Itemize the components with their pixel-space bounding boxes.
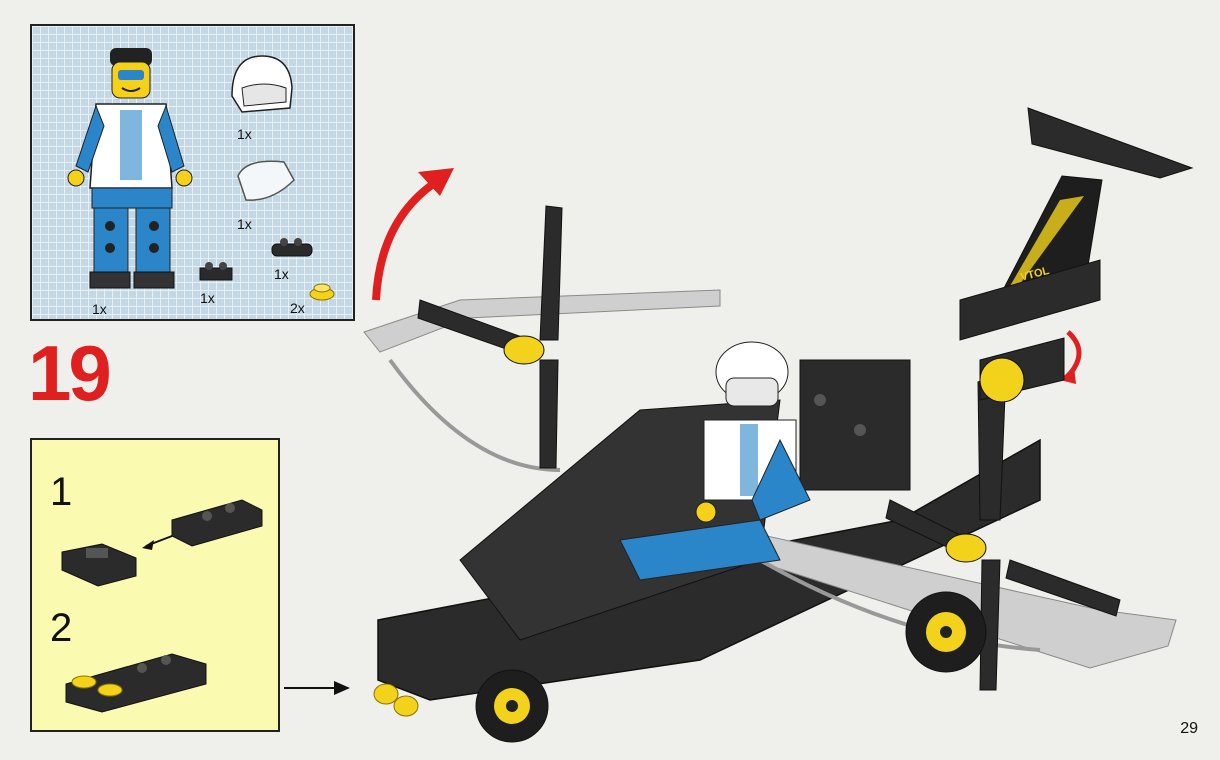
pilot-minifigure — [619, 341, 811, 581]
rotate-engine-arrow — [1060, 330, 1082, 384]
nose-lights — [373, 683, 419, 717]
helmet-quantity: 1x — [237, 126, 252, 142]
minifigure-quantity: 1x — [92, 301, 107, 317]
substep-illustration — [61, 499, 263, 713]
substep-2-number: 2 — [50, 606, 73, 650]
plate-with-tow-ball-image — [271, 238, 313, 257]
helmet-image — [231, 55, 293, 113]
rotate-up-arrow — [372, 168, 454, 301]
tail-fin — [999, 107, 1194, 297]
engine-nacelle — [979, 337, 1065, 403]
parts-list-panel: 1x 1x 1x 1x 1x 2x — [30, 24, 355, 321]
rear-propeller — [885, 369, 1121, 691]
round-plate-image — [309, 283, 335, 301]
plate-tow-ball-quantity: 1x — [274, 266, 289, 282]
visor-quantity: 1x — [237, 216, 252, 232]
rear-wheel — [905, 591, 987, 673]
parts-illustration — [67, 48, 335, 301]
plate-clip-quantity: 1x — [200, 290, 215, 306]
step-number: 19 — [28, 329, 112, 417]
minifigure-image — [67, 48, 193, 289]
pointer-arrow — [284, 681, 350, 695]
page-number: 29 — [1180, 720, 1198, 737]
fuselage — [377, 259, 1101, 701]
front-wheel — [475, 669, 549, 743]
substep-2-assembly-image — [65, 653, 207, 713]
plate-with-clip-image — [199, 262, 233, 281]
tail-decal-text: VTOL — [1019, 265, 1050, 284]
front-propeller — [417, 205, 563, 469]
substep-panel: 1 2 — [30, 438, 280, 732]
substep-1-number: 1 — [50, 470, 73, 514]
visor-image — [237, 160, 295, 201]
substep-1-parts-image — [61, 499, 263, 587]
round-plate-quantity: 2x — [290, 300, 305, 316]
grey-frame — [363, 289, 1177, 669]
